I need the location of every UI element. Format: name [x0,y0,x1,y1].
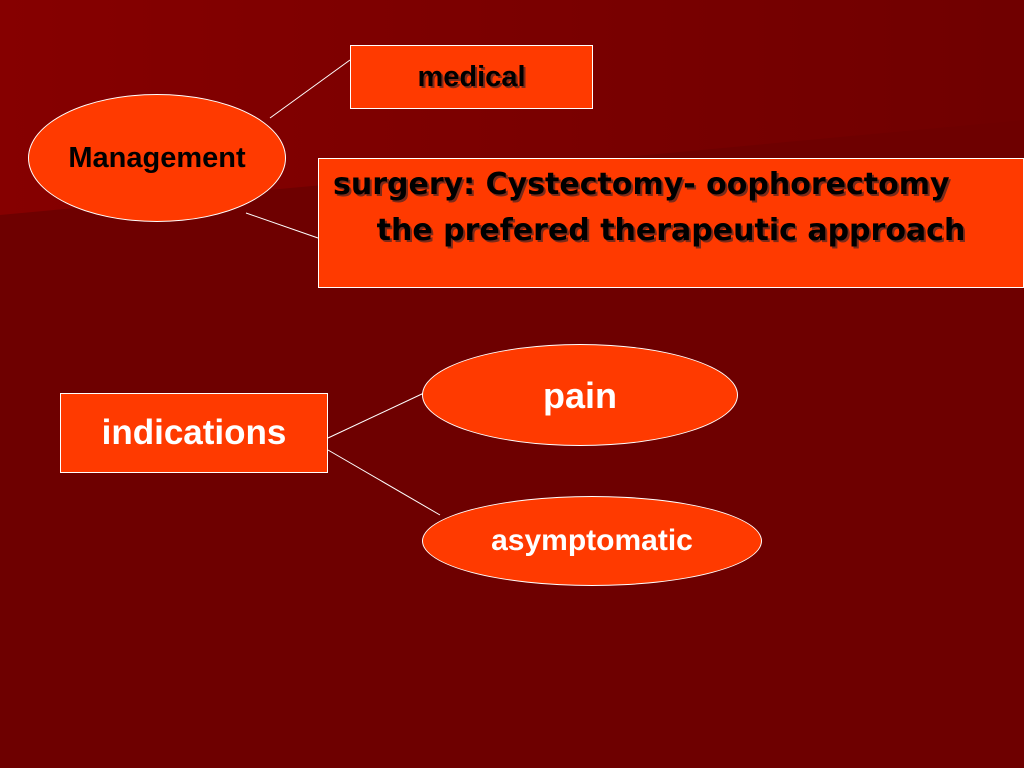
asymptomatic-label: asymptomatic [491,524,693,557]
surgery-line-2: the prefered therapeutic approach [376,213,966,248]
pain-label: pain [542,375,617,416]
management-node: Management [28,94,286,222]
asymptomatic-node: asymptomatic [422,496,762,586]
management-label: Management [68,141,246,174]
connector-management-surgery [245,212,319,239]
connector-management-medical [269,59,351,119]
medical-label: medical [417,60,526,93]
pain-node: pain [422,344,738,446]
connector-indications-asymptomatic [327,449,441,516]
surgery-line-1: surgery: Cystectomy- oophorectomy [333,167,950,202]
indications-label: indications [101,413,287,452]
connector-indications-pain [327,392,425,439]
surgery-box: surgery: Cystectomy- oophorectomy the pr… [318,158,1024,288]
medical-box: medical [350,45,593,109]
indications-box: indications [60,393,328,473]
